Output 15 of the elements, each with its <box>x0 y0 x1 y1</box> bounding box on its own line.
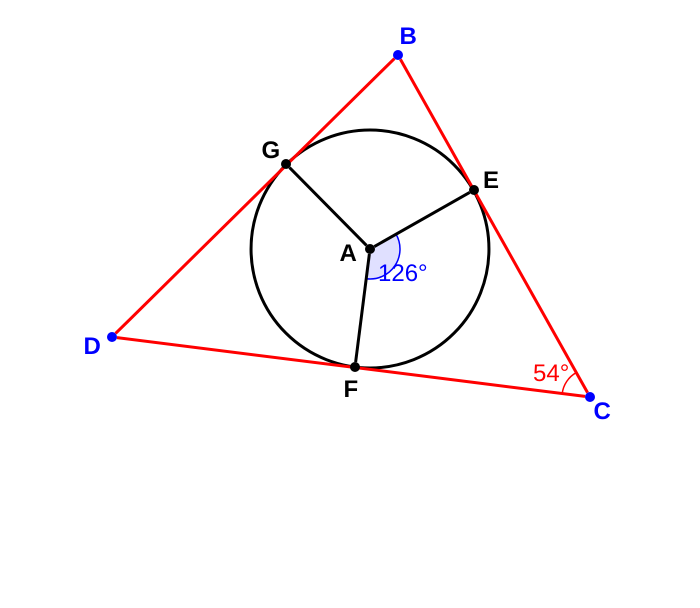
angle-label: 126° <box>378 262 428 286</box>
line-segment <box>114 57 396 335</box>
point-label: G <box>262 139 280 163</box>
line-segment <box>116 336 586 398</box>
point-label: E <box>483 169 500 193</box>
point-label: C <box>594 400 611 424</box>
line-segment <box>288 166 368 246</box>
point-label: D <box>84 335 101 359</box>
point-label: B <box>400 25 417 49</box>
line-segment <box>354 254 371 362</box>
line-segment <box>399 58 589 394</box>
angle-label: 54° <box>533 362 570 386</box>
point-label: F <box>344 378 358 402</box>
point-label: A <box>340 242 357 266</box>
line-segment <box>374 191 470 248</box>
